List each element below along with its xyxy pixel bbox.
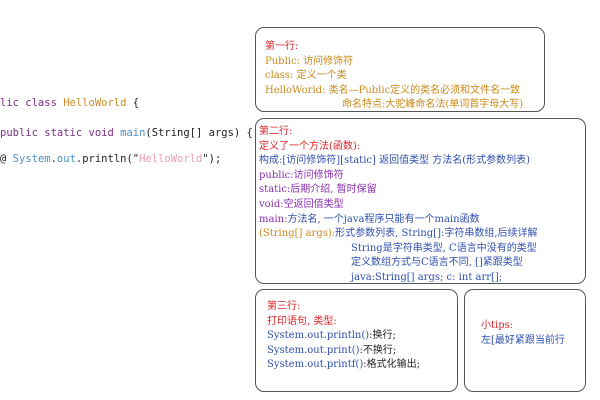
code-keyword: lic class xyxy=(0,97,64,109)
box2-public: public:访问修饰符 xyxy=(259,169,344,181)
box3-print: System.out.print():不换行; xyxy=(267,344,457,359)
code-system: System xyxy=(12,153,51,165)
box3-println-call: System.out.println() xyxy=(267,330,370,342)
box2-structure: 构成:[访问修饰符][static] 返回值类型 方法名(形式参数列表) xyxy=(259,155,531,167)
box1-helloworld: HelloWorld: 类名—Public定义的类名必须和文件名一致 xyxy=(265,84,521,96)
code-brace: { xyxy=(126,97,140,109)
annotation-box-line1: 第一行: Public: 访问修饰符 class: 定义一个类 HelloWor… xyxy=(255,27,545,112)
annotation-box-tips: 小tips: 左[最好紧跟当前行 xyxy=(464,289,586,392)
tips-title: 小tips: xyxy=(481,320,514,331)
box3-print-desc: :不换行; xyxy=(359,344,397,356)
box3-title: 第三行: xyxy=(267,301,301,312)
box3-println-desc: :换行; xyxy=(369,330,396,342)
code-params: (String[] args) { xyxy=(145,127,253,139)
code-call-end: "); xyxy=(202,153,222,165)
box2-args-desc: 形式参数列表, String[]:字符串数组,后续详解 xyxy=(335,228,538,240)
box2-void: void:空返回值类型 xyxy=(259,198,344,210)
annotation-box-line3: 第三行: 打印语句, 类型: System.out.println():换行; … xyxy=(255,289,458,392)
box3-printf: System.out.printf():格式化输出; xyxy=(267,358,457,373)
box3-println: System.out.println():换行; xyxy=(267,329,457,344)
code-dot: . xyxy=(50,153,57,165)
box3-printf-desc: :格式化输出; xyxy=(363,359,420,371)
box2-static: static:后期介绍, 暂时保留 xyxy=(259,184,377,196)
code-line-1: lic class HelloWorld { xyxy=(0,96,139,110)
box3-print-call: System.out.print() xyxy=(267,344,360,356)
code-out: out xyxy=(56,153,76,165)
code-line-3: @ System.out.println("HelloWorld"); xyxy=(0,152,221,166)
box1-public: Public: 访问修饰符 xyxy=(265,55,354,67)
code-method-name: main xyxy=(120,127,146,139)
box3-print-types: 打印语句, 类型: xyxy=(267,315,337,327)
box2-array-def: 定义数组方式与C语言不同, []紧跟类型 xyxy=(351,257,523,269)
code-line-2: public static void main(String[] args) { xyxy=(0,126,253,140)
box1-class: class: 定义一个类 xyxy=(265,70,347,82)
box1-title: 第一行: xyxy=(265,41,299,52)
code-gutter-marker: @ xyxy=(0,153,13,165)
annotation-box-line2: 第二行: 定义了一个方法(函数): 构成:[访问修饰符][static] 返回值… xyxy=(255,118,586,284)
box2-title: 第二行: xyxy=(259,126,293,137)
box2-main: main:方法名, 一个java程序只能有一个main函数 xyxy=(259,213,585,228)
box2-array-example: java:String[] args; c: int arr[]; xyxy=(351,271,503,283)
box3-printf-call: System.out.printf() xyxy=(267,359,364,371)
code-class-name: HelloWorld xyxy=(63,97,127,109)
box1-naming: 命名特点:大驼峰命名法(单词首字母大写) xyxy=(342,99,524,111)
box2-args-label: (String[] args): xyxy=(259,228,336,240)
box2-main-desc: 方法名, 一个java程序只能有一个main函数 xyxy=(287,213,480,225)
code-string: HelloWorld xyxy=(139,153,203,165)
box2-main-label: main: xyxy=(259,213,288,225)
box2-method-def: 定义了一个方法(函数): xyxy=(259,140,361,152)
code-keyword: public static void xyxy=(0,127,121,139)
code-call: .println(" xyxy=(75,153,140,165)
box2-args: (String[] args):形式参数列表, String[]:字符串数组,后… xyxy=(259,227,585,242)
box2-string-type: String是字符串类型, C语言中没有的类型 xyxy=(351,242,537,254)
tips-brace-rule: 左[最好紧跟当前行 xyxy=(481,334,565,346)
